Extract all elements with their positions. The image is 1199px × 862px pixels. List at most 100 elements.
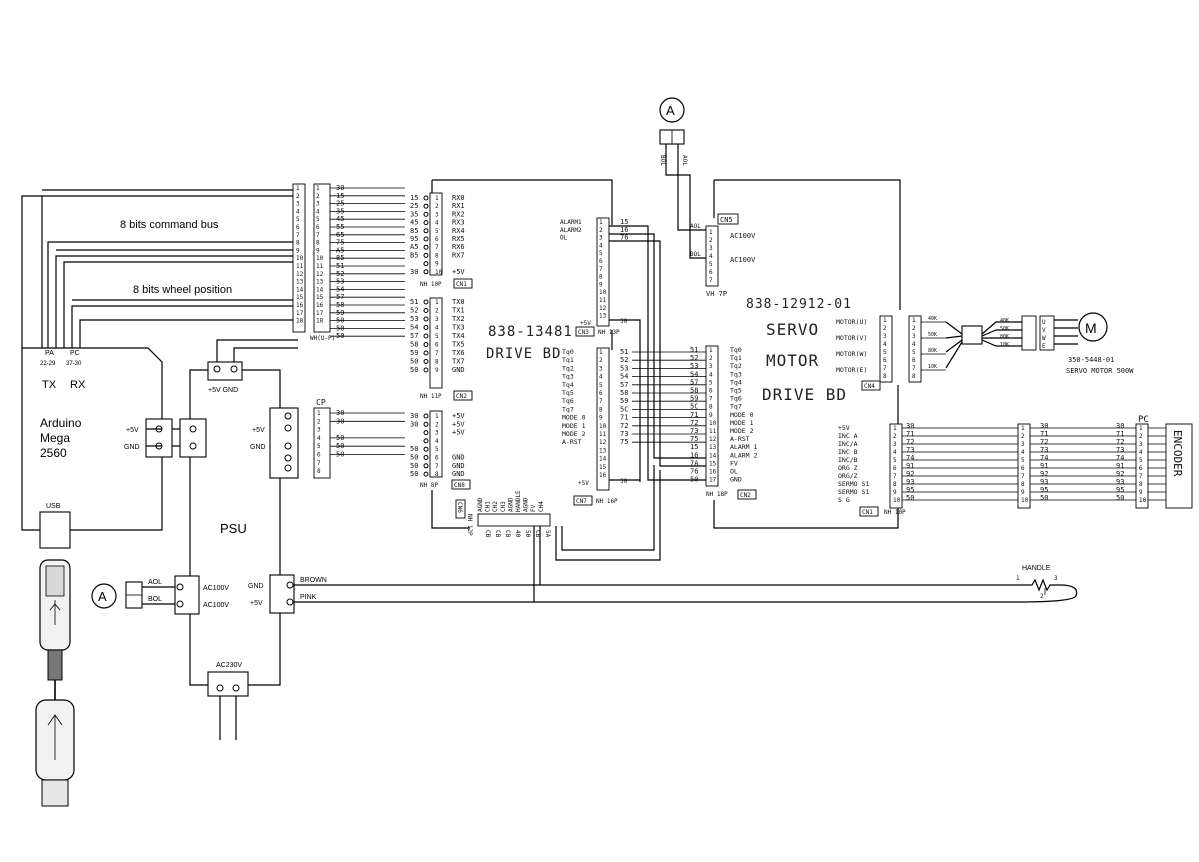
enc-pin-number: 6 [1021,465,1025,472]
wh-left-pin-number: 1 [296,185,300,192]
cn1-wire-label: 45 [410,219,418,227]
scn2-wire-label: 54 [690,370,698,378]
cn3-pin-number: 13 [599,313,607,320]
cn2-pin [423,342,429,347]
cn4-signal: MOTOR(V) [836,334,867,342]
cn8-signal: +5V [452,420,465,428]
scn1-signal: +5V [838,424,850,432]
drive-cn3-name: CN3 [578,329,589,336]
cn8-pin-number: 7 [435,463,439,470]
enc-pin-number-right: 7 [1139,473,1143,480]
cn8-pin [423,413,429,419]
cn2-signal: TX7 [452,358,465,366]
cn7-pin-number: 9 [599,415,603,422]
cn4-pin-number: 4 [883,341,887,348]
cn6-signal: AGND [477,497,484,512]
connector-a-left: A AOL BOL [91,579,175,609]
wh-pin-number: 2 [316,193,320,200]
cp-pin-number: 3 [317,427,321,434]
scn2-pin-number: 13 [709,444,717,451]
cn1-pin [423,269,429,275]
cn1-signal: RX2 [452,210,465,218]
cn8-wire-label: 50 [410,462,418,470]
drive-board: 838-13481 DRIVE BD [431,179,613,529]
cn2-signal: TX1 [452,307,465,315]
encoder-name: ENCODER [1171,430,1184,477]
enc-wire-label-right: 74 [1116,454,1124,462]
wh-pin-number: 3 [316,201,320,208]
cn2-signal: TX5 [452,341,465,349]
scn1-wire-label: 72 [906,438,914,446]
connector-a-left-aol: AOL [148,579,162,586]
wh-pin-number: 12 [316,271,324,278]
drive-board-name: DRIVE BD [486,346,561,362]
cn2-wire-label: 51 [410,298,418,306]
motor-phase: U [1042,319,1046,326]
cn2-wire-label: 57 [410,332,418,340]
enc-pin-number-right: 8 [1139,481,1143,488]
arduino-pc-label: PC [70,350,80,357]
cn7-signal: Tq3 [562,373,574,381]
cn4-pin-number: 8 [883,373,887,380]
scn2-wire-label: 53 [690,362,698,370]
wh-pin-number: 17 [316,310,324,317]
command-bus-label: 8 bits command bus [120,219,219,231]
scn1-signal: INC/A [838,440,858,448]
cn7-wire-label: 54 [620,373,628,381]
cn2-signal: GND [452,366,465,374]
cn2-signal: TX6 [452,349,465,357]
cn6-wire-label: 40 [514,530,521,538]
cn1-pin-number: 1 [435,195,439,202]
cn4-pin-number-right: 5 [912,349,916,356]
cn1-pin [423,228,429,234]
cn2-pin-number: 9 [435,367,439,374]
drive-cn7-name: CN7 [576,498,587,505]
cn1-wire-label: 30 [410,268,418,276]
enc-wire-label-right: 91 [1116,462,1124,470]
scn2-signal: GND [730,476,742,484]
enc-wire-label: 92 [1040,470,1048,478]
scn1-pin-number: 3 [893,441,897,448]
wh-pin-number: 11 [316,263,324,270]
enc-wire-label-right: 92 [1116,470,1124,478]
cn1-pin [423,211,429,217]
cn6-wire-label: CB [534,530,541,538]
psu-block: PSU +5V GND +5V GND AC100V AC100V GND +5… [146,339,1018,740]
wh-left-pin-number: 17 [296,310,304,317]
enc-pin-number-right: 5 [1139,457,1143,464]
scn2-pin-number: 7 [709,396,713,403]
motor-plug-2 [1039,315,1055,351]
scn1-pin-number: 4 [893,449,897,456]
cn8-pin-number: 5 [435,446,439,453]
cn3-signal: OL [560,235,568,242]
cn7-wire-label: 59 [620,397,628,405]
wh-pin-number: 10 [316,255,324,262]
scn2-pin-number: 16 [709,469,717,476]
cp-pin-number: 4 [317,435,321,442]
drive-cn3-plus5: +5V [580,320,591,327]
cn5-pin-number: 6 [709,269,713,276]
wh-left-pin-number: 13 [296,279,304,286]
psu-top-connector-label: +5V GND [208,387,238,394]
scn2-wire-label: 71 [690,411,698,419]
wh-left-pin-number: 2 [296,193,300,200]
cn7-pin-number: 11 [599,431,607,438]
cn2-pin-number: 5 [435,333,439,340]
cn4-pin-number-right: 7 [912,365,916,372]
scn1-wire-label: 71 [906,430,914,438]
servo-cn1-name: CN1 [862,509,873,516]
drive-cn8-name: CN8 [454,482,465,489]
cn8-wire-label: 30 [410,420,418,428]
cn6-wire-label: CB [484,530,491,538]
cn7-wire-label: 72 [620,422,628,430]
wh-left-pin-number: 15 [296,294,304,301]
cn2-pin-number: 8 [435,359,439,366]
scn2-pin-number: 6 [709,388,713,395]
servo-board-line3: DRIVE BD [762,385,847,404]
cn2-wire-label: 53 [410,315,418,323]
drive-cn7-plus5-wire: 30 [620,478,628,485]
scn2-signal: Tq3 [730,370,742,378]
